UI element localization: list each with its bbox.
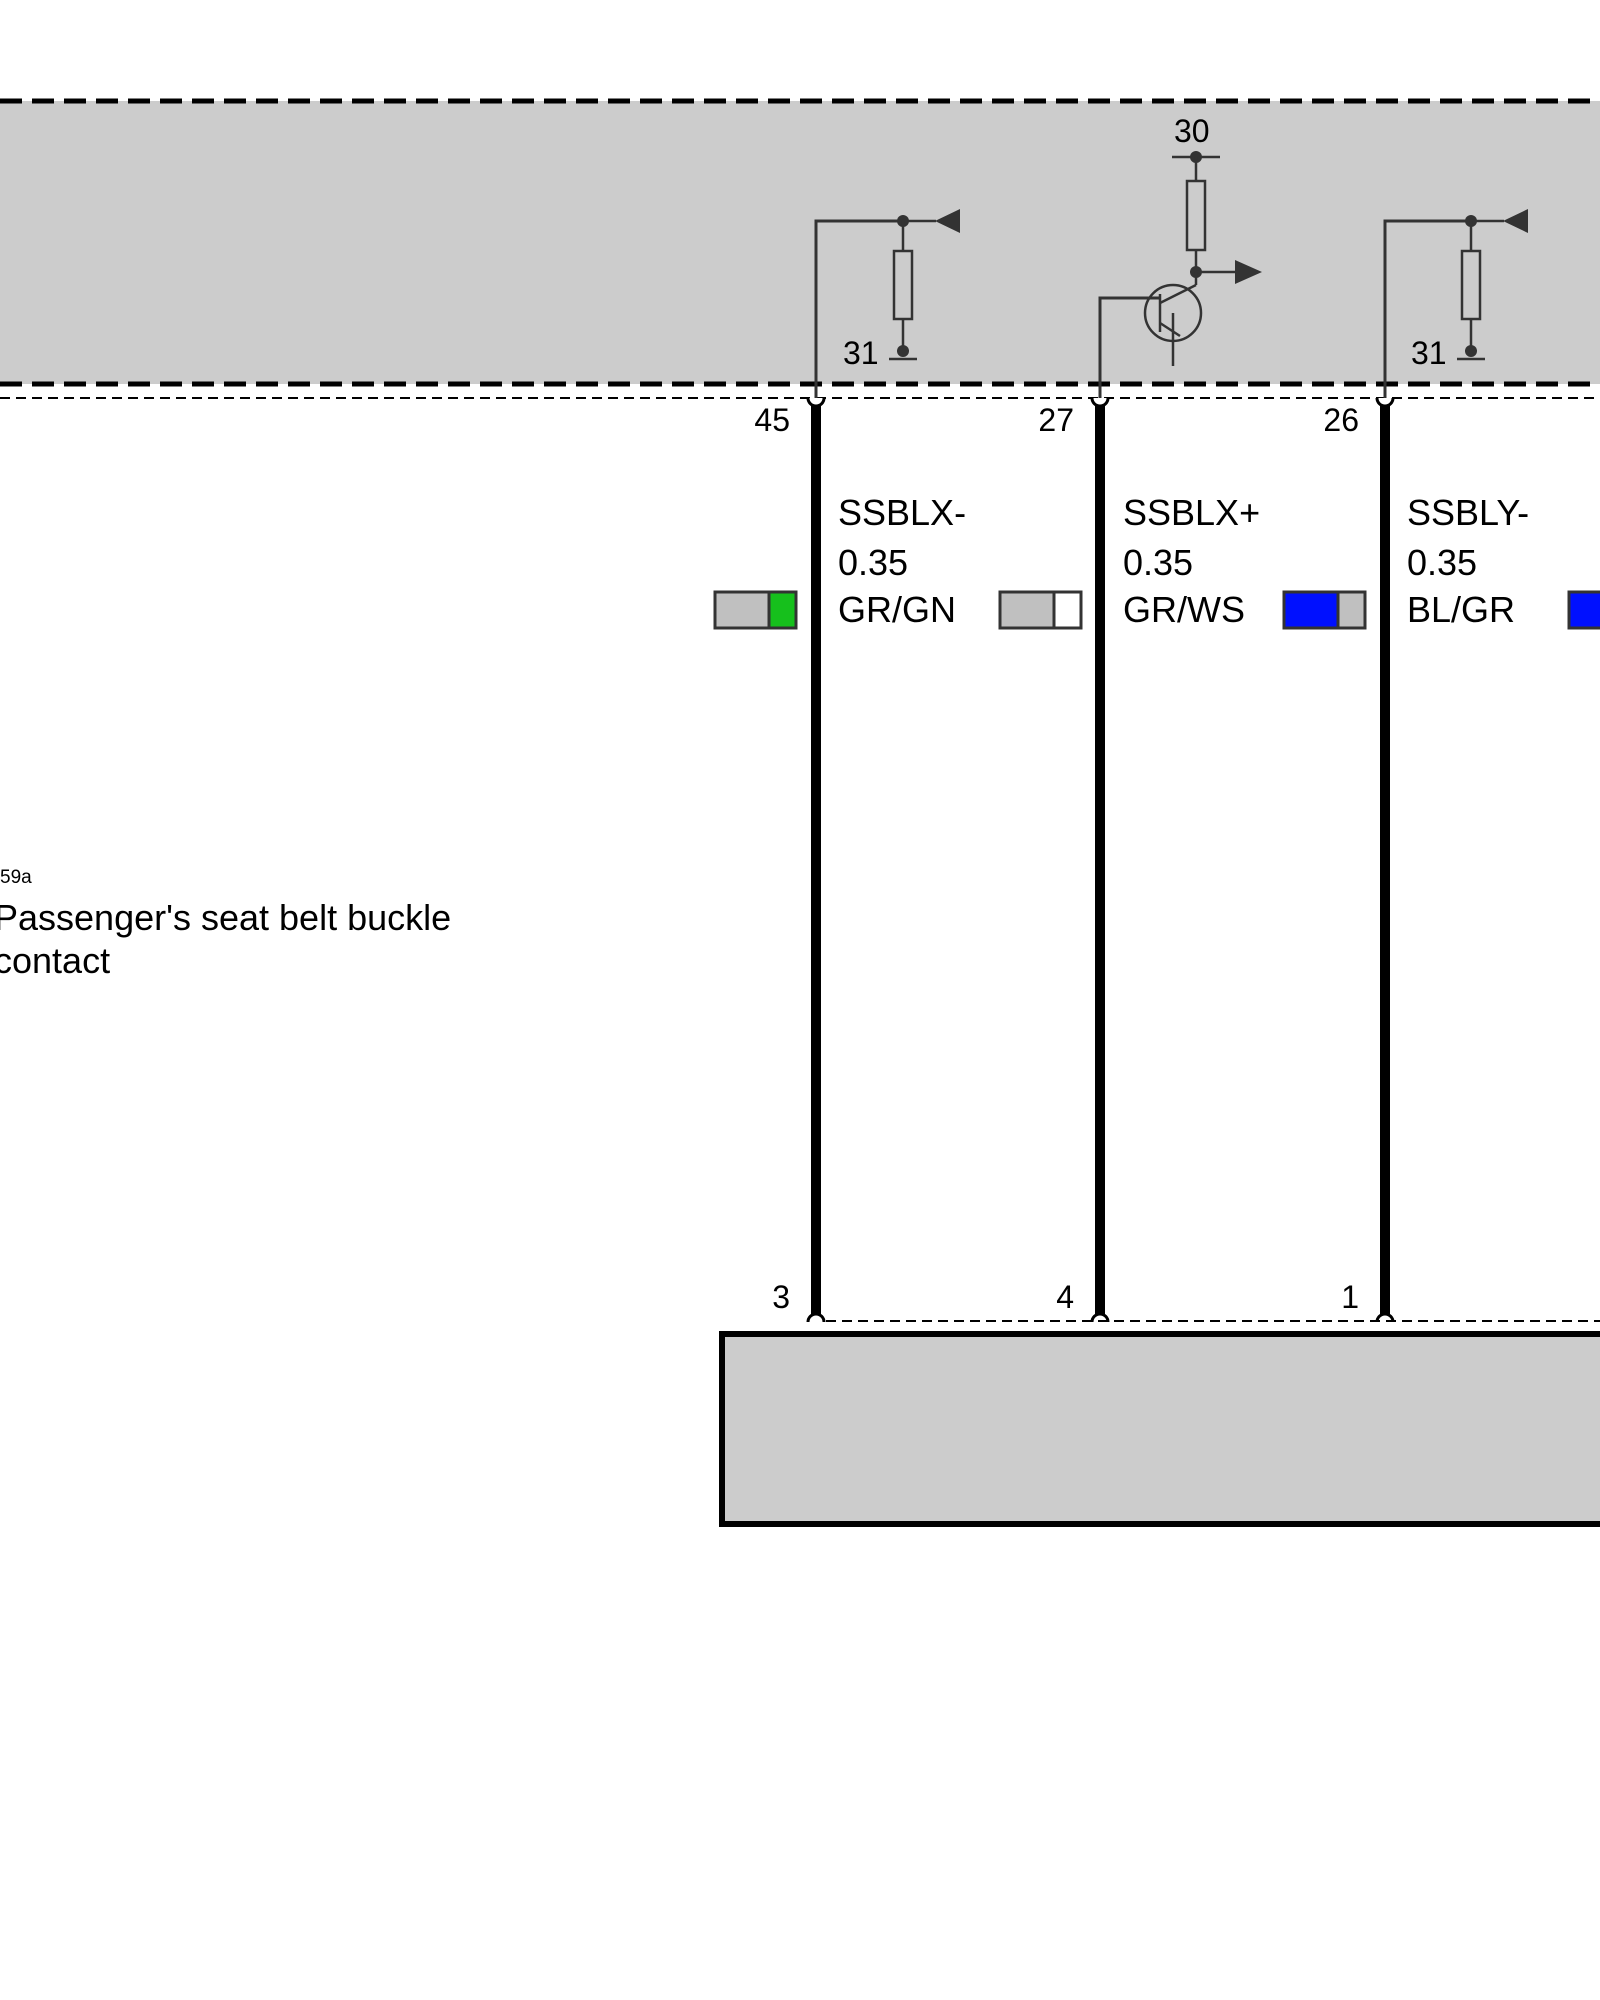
- control-module-body: [0, 101, 1600, 384]
- pin-bottom-label: 1: [1341, 1279, 1359, 1315]
- component-name-line1: Passenger's seat belt buckle: [0, 897, 451, 938]
- pin-top-label: 45: [754, 402, 790, 438]
- supply-terminal: 30: [1174, 113, 1210, 149]
- buckle-contact-component-body: [719, 1331, 1600, 1527]
- wire-color-label: GR/WS: [1123, 589, 1245, 630]
- ground-terminal-right: 31: [1411, 335, 1447, 371]
- wire-ssblx-plus: 27 4 SSBLX+ 0.35 GR/WS: [998, 397, 1260, 1323]
- wire-color-swatch: [713, 590, 798, 630]
- component-code: 59a: [0, 867, 32, 888]
- wire-size-label: 0.35: [1123, 542, 1193, 583]
- wire-color-swatch: [1282, 590, 1367, 630]
- wire-color-label: BL/GR: [1407, 589, 1515, 630]
- wire-ssblx-minus: 45 3 SSBLX- 0.35 GR/GN: [713, 397, 966, 1323]
- pin-bottom-label: 3: [772, 1279, 790, 1315]
- pulldown-circuit-right: 31: [1383, 209, 1528, 398]
- wire-signal-label: SSBLY-: [1407, 492, 1529, 533]
- component-name-line2: contact: [0, 940, 110, 981]
- signal-arrow-icon: [1503, 209, 1528, 233]
- pin-top-label: 27: [1038, 402, 1074, 438]
- wire-color-swatch-partial: [1567, 590, 1600, 630]
- transistor-circuit: 30: [1098, 113, 1262, 398]
- wire-signal-label: SSBLX+: [1123, 492, 1260, 533]
- pulldown-circuit-left: 31: [814, 209, 960, 398]
- pin-top-label: 26: [1323, 402, 1359, 438]
- pin-bottom-label: 4: [1056, 1279, 1074, 1315]
- wire-color-swatch: [998, 590, 1083, 630]
- ground-terminal-left: 31: [843, 335, 879, 371]
- wire-size-label: 0.35: [838, 542, 908, 583]
- wire-size-label: 0.35: [1407, 542, 1477, 583]
- wire-ssbly-minus: 26 1 SSBLY- 0.35 BL/GR: [1282, 397, 1529, 1323]
- wire-color-label: GR/GN: [838, 589, 956, 630]
- signal-arrow-icon: [1235, 260, 1262, 284]
- signal-arrow-icon: [935, 209, 960, 233]
- wire-signal-label: SSBLX-: [838, 492, 966, 533]
